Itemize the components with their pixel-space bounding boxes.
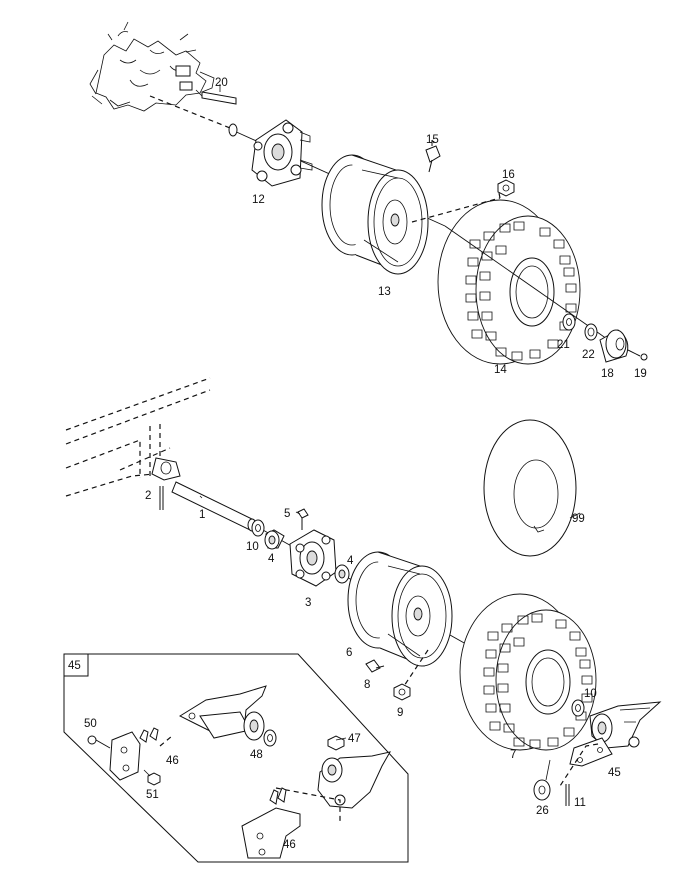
callout-26: 26 — [536, 805, 549, 817]
bearing-4 — [264, 529, 285, 550]
steering-arm-upper — [178, 685, 267, 741]
callout-3: 3 — [305, 597, 311, 609]
valve-15 — [425, 140, 441, 173]
hub-12 — [251, 119, 313, 187]
callout-15: 15 — [426, 134, 439, 146]
axle-1 — [171, 481, 257, 532]
callout-13: 13 — [378, 286, 391, 298]
washer-10 — [251, 519, 265, 537]
callout-51: 51 — [146, 789, 159, 801]
chassis-outline — [65, 377, 211, 497]
inset-45: 45 — [63, 653, 409, 863]
callout-7: 7 — [510, 749, 516, 761]
callout-12: 12 — [252, 194, 265, 206]
bracket-46-upper — [109, 727, 159, 781]
callout-46-lower: 46 — [283, 839, 296, 851]
callout-46-upper: 46 — [166, 755, 179, 767]
hub-3 — [289, 529, 337, 587]
callout-16: 16 — [502, 169, 515, 181]
upper-assembly — [89, 21, 648, 365]
callout-21: 21 — [557, 339, 570, 351]
grease-fitting-5 — [297, 508, 309, 530]
spacer-22 — [584, 323, 598, 341]
cap-18 — [599, 329, 629, 363]
nut-16 — [411, 179, 515, 223]
inner-tube-99 — [483, 419, 577, 557]
callout-4-right: 4 — [347, 555, 354, 567]
rim-6 — [347, 551, 453, 667]
washer-26 — [533, 779, 551, 801]
pin-2 — [159, 486, 164, 510]
callout-6: 6 — [346, 647, 352, 659]
pin-11 — [565, 784, 570, 806]
callout-9: 9 — [397, 707, 403, 719]
callout-20: 20 — [215, 77, 228, 89]
callout-99: 99 — [572, 513, 585, 525]
callout-10-right: 10 — [584, 688, 597, 700]
callout-2: 2 — [145, 490, 151, 502]
inset-label: 45 — [68, 660, 81, 672]
callout-numbers: 20 15 16 12 13 21 22 18 19 14 2 1 5 10 4… — [84, 77, 647, 851]
washer-10-right — [571, 699, 585, 717]
callout-22: 22 — [582, 349, 595, 361]
callout-4-left: 4 — [268, 553, 275, 565]
callout-8: 8 — [364, 679, 370, 691]
valve-8 — [365, 659, 385, 673]
callout-18: 18 — [601, 368, 614, 380]
callout-47: 47 — [348, 733, 361, 745]
bolt-50 — [87, 735, 111, 749]
key-20 — [201, 91, 237, 105]
tire-14 — [437, 199, 581, 365]
washer-21 — [562, 313, 576, 331]
lower-assembly — [65, 377, 662, 806]
bearing-4-right — [334, 564, 350, 584]
callout-50: 50 — [84, 718, 97, 730]
leader-lines — [295, 139, 581, 781]
tire-7 — [459, 593, 597, 751]
pivot-bracket — [151, 457, 181, 481]
nut-9 — [393, 649, 429, 701]
steering-arm-lower — [317, 751, 391, 809]
bracket-46-lower — [241, 787, 301, 859]
callout-5: 5 — [284, 508, 290, 520]
callout-19: 19 — [634, 368, 647, 380]
nut-51 — [143, 769, 161, 786]
callout-10-left: 10 — [246, 541, 259, 553]
callout-11: 11 — [574, 797, 586, 809]
bolt-19 — [627, 349, 648, 361]
nut-47 — [327, 735, 345, 751]
bushing-48 — [263, 729, 277, 747]
callout-48: 48 — [250, 749, 263, 761]
steering-arm-45 — [569, 701, 662, 767]
callout-1: 1 — [199, 509, 205, 521]
rim-13 — [321, 154, 429, 275]
callout-45: 45 — [608, 767, 621, 779]
transmission-housing — [89, 21, 215, 112]
callout-14: 14 — [494, 364, 507, 376]
